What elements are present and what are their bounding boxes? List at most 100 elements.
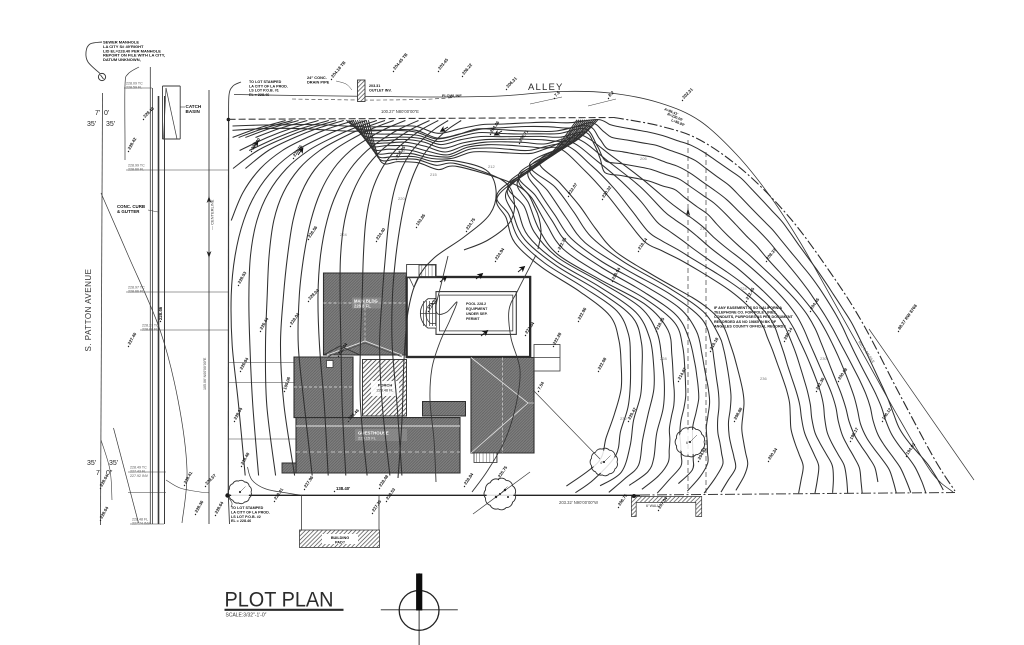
svg-text:8.2: 8.2 <box>607 90 615 98</box>
svg-text:0″: 0″ <box>106 470 113 477</box>
svg-text:LA CITY OF LA PROD.: LA CITY OF LA PROD. <box>249 84 288 88</box>
svg-text:228.04: 228.04 <box>233 406 244 420</box>
svg-text:228.76: 228.76 <box>292 143 304 157</box>
svg-text:224.94: 224.94 <box>494 246 506 260</box>
svg-text:LA CITY S# 49’RIGHT: LA CITY S# 49’RIGHT <box>103 44 144 49</box>
svg-text:7.5: 7.5 <box>553 90 561 98</box>
svg-text:228.44: 228.44 <box>337 341 349 355</box>
svg-text:138.40′: 138.40′ <box>336 486 350 491</box>
svg-text:220.94: 220.94 <box>611 266 622 280</box>
svg-text:222.84: 222.84 <box>524 320 536 334</box>
svg-text:215: 215 <box>430 172 437 177</box>
svg-text:228.27 TC: 228.27 TC <box>142 324 159 328</box>
svg-text:228.48: 228.48 <box>378 473 390 487</box>
svg-text:224.40: 224.40 <box>375 226 387 240</box>
svg-text:PERMIT: PERMIT <box>466 317 480 321</box>
svg-text:227.43 FL: 227.43 FL <box>130 470 146 474</box>
svg-text:L=86.90′: L=86.90′ <box>671 118 686 127</box>
svg-text:7’: 7’ <box>95 110 101 117</box>
svg-text:228.04: 228.04 <box>99 473 110 487</box>
svg-text:227.40: 227.40 <box>127 331 138 345</box>
svg-text:225.75: 225.75 <box>497 464 509 478</box>
svg-text:BUILDING: BUILDING <box>331 536 349 540</box>
svg-text:227.96: 227.96 <box>303 474 315 488</box>
svg-text:206: 206 <box>640 156 647 161</box>
svg-text:105.06: 105.06 <box>282 376 291 391</box>
svg-text:POOL 228.2: POOL 228.2 <box>466 302 486 306</box>
svg-text:229.15 FL: 229.15 FL <box>358 436 377 441</box>
svg-text:4″: 4″ <box>600 461 604 465</box>
svg-text:PLOT PLAN: PLOT PLAN <box>225 588 334 612</box>
svg-text:228.46: 228.46 <box>158 306 163 320</box>
svg-text:228.09 TC: 228.09 TC <box>126 82 143 86</box>
svg-text:212: 212 <box>488 164 495 169</box>
svg-text:228.53: 228.53 <box>237 270 248 284</box>
svg-text:228.60 FL: 228.60 FL <box>128 168 144 172</box>
svg-text:R=230.00′: R=230.00′ <box>667 112 684 122</box>
svg-text:35’: 35’ <box>87 460 97 467</box>
svg-text:202.30: 202.30 <box>815 376 826 390</box>
svg-text:TO LOT STAMPED: TO LOT STAMPED <box>249 80 282 84</box>
svg-text:226.94: 226.94 <box>239 356 250 370</box>
svg-text:230: 230 <box>820 356 827 361</box>
svg-text:206.14: 206.14 <box>783 326 794 340</box>
svg-text:194.03: 194.03 <box>905 441 917 455</box>
svg-text:REPORT ON FILE WITH LA CITY,: REPORT ON FILE WITH LA CITY, <box>103 53 165 58</box>
svg-text:228.59 FL: 228.59 FL <box>126 86 142 90</box>
svg-text:CATCH: CATCH <box>186 104 202 109</box>
svg-text:24″ CONC.: 24″ CONC. <box>307 75 327 80</box>
svg-text:7: 7 <box>96 470 100 477</box>
svg-text:EQUIPMENT: EQUIPMENT <box>466 307 488 311</box>
svg-text:35’: 35’ <box>106 121 116 128</box>
svg-text:228.40: 228.40 <box>250 136 262 150</box>
svg-text:222.28: 222.28 <box>552 331 563 345</box>
svg-text:227.92 INV: 227.92 INV <box>130 474 149 478</box>
svg-text:228.48: 228.48 <box>240 451 251 465</box>
svg-text:SCALE:3/32″-1′-0″: SCALE:3/32″-1′-0″ <box>226 613 267 619</box>
svg-text:ALLEY: ALLEY <box>528 82 564 93</box>
svg-text:204.86: 204.86 <box>489 119 501 133</box>
svg-text:200.24: 200.24 <box>767 446 779 460</box>
svg-text:222.96: 222.96 <box>577 306 588 320</box>
svg-text:228.36: 228.36 <box>194 499 205 513</box>
svg-text:228.53: 228.53 <box>385 486 397 500</box>
svg-text:226.56: 226.56 <box>307 224 319 238</box>
svg-text:CONDUITS, PURPOSES AS PER DOCU: CONDUITS, PURPOSES AS PER DOCUMENT <box>714 315 793 319</box>
svg-text:228.88 FL: 228.88 FL <box>142 328 158 332</box>
svg-text:103.85: 103.85 <box>415 212 427 226</box>
svg-text:35’: 35’ <box>87 121 97 128</box>
svg-text:224.75: 224.75 <box>465 216 477 230</box>
svg-text:TELEPHONE CO. FOR POLE LINES,: TELEPHONE CO. FOR POLE LINES, <box>714 311 777 315</box>
svg-text:228.41: 228.41 <box>273 486 285 500</box>
svg-text:7.54: 7.54 <box>537 380 546 390</box>
svg-text:220.32: 220.32 <box>601 184 613 198</box>
svg-text:228.04: 228.04 <box>289 311 301 325</box>
svg-text:IF ANY EASEMENT IS SO CALIFORN: IF ANY EASEMENT IS SO CALIFORNIA <box>714 306 782 310</box>
svg-text:228.42: 228.42 <box>127 136 138 150</box>
svg-text:A=86.41′: A=86.41′ <box>664 107 679 116</box>
svg-text:105.06′ N00′00’00″E: 105.06′ N00′00’00″E <box>203 357 207 390</box>
svg-text:210: 210 <box>398 148 405 153</box>
svg-text:LS LOT P.O.B. #1: LS LOT P.O.B. #1 <box>249 89 279 93</box>
svg-text:CONC. CURB: CONC. CURB <box>117 204 145 209</box>
svg-text:208.88: 208.88 <box>733 406 744 420</box>
svg-text:222.07: 222.07 <box>567 181 579 195</box>
svg-text:236: 236 <box>760 376 767 381</box>
svg-text:203.32′ N90‘00’00″W: 203.32′ N90‘00’00″W <box>559 500 598 505</box>
svg-text:198.17: 198.17 <box>849 426 860 440</box>
svg-text:FLOWLINE: FLOWLINE <box>442 94 462 98</box>
svg-text:208: 208 <box>560 136 567 141</box>
svg-text:228.97 TC: 228.97 TC <box>128 286 145 290</box>
svg-text:PAD?: PAD? <box>335 541 346 545</box>
svg-text:226.44: 226.44 <box>259 316 270 330</box>
svg-text:224.82: 224.82 <box>427 296 439 310</box>
svg-text:35’: 35’ <box>109 460 119 467</box>
svg-text:228.49 TC: 228.49 TC <box>130 466 147 470</box>
svg-text:S. PATTON AVENUE: S. PATTON AVENUE <box>84 269 93 352</box>
svg-text:RECORDED AS NO 19865 IN BK OF: RECORDED AS NO 19865 IN BK OF <box>714 320 777 324</box>
svg-text:EL = 228.46: EL = 228.46 <box>231 519 251 523</box>
svg-text:6″: 6″ <box>686 441 690 445</box>
svg-text:6′ WALL: 6′ WALL <box>646 504 659 508</box>
svg-text:DRAIN PIPE: DRAIN PIPE <box>307 80 330 85</box>
svg-text:204.82: 204.82 <box>697 446 708 460</box>
